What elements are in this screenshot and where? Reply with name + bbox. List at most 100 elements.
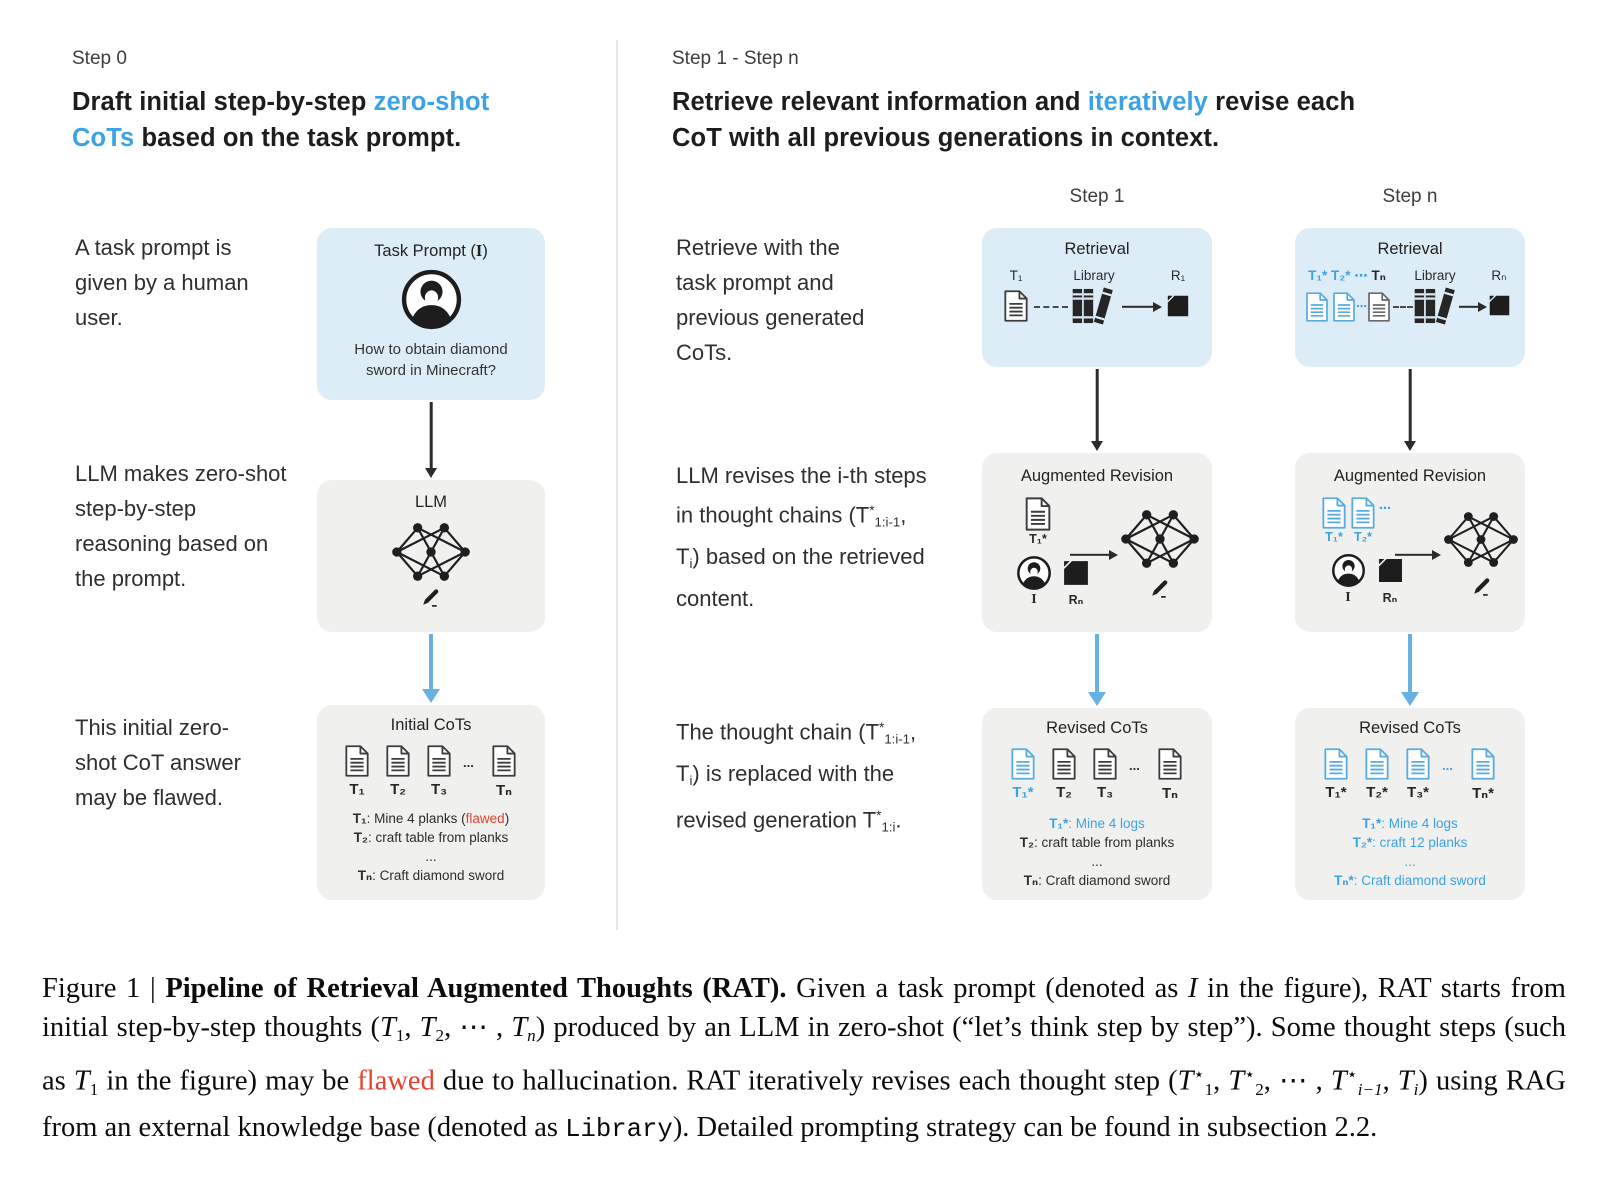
- stepn-revised-cots-box: Revised CoTs ... T₁* T₂* T₃* Tₙ* T₁*: Mi…: [1295, 708, 1525, 900]
- document-icon: [1350, 497, 1376, 529]
- cot-line: Tₙ: Craft diamond sword: [1023, 873, 1171, 888]
- stepn-retrieval-box: Retrieval T₁* T₂* ⋯ Tₙ Library Rₙ ⋯: [1295, 228, 1525, 367]
- document-icon: [1405, 748, 1431, 780]
- arrow-down-icon: [421, 634, 441, 703]
- cot-line: T₁*: Mine 4 logs: [1362, 816, 1458, 831]
- panel-divider: [616, 40, 618, 930]
- cot-line: ...: [425, 849, 437, 864]
- cot-line: T₁: Mine 4 planks (flawed): [352, 811, 510, 826]
- result-label: Rₙ: [1491, 268, 1507, 283]
- cot-line: Tₙ: Craft diamond sword: [357, 868, 505, 883]
- task-prompt-box: Task Prompt (I) How to obtain diamond sw…: [317, 228, 545, 400]
- pencil-icon: [1471, 575, 1493, 597]
- retrieval-result-icon: [1062, 559, 1090, 587]
- result-label: Rₙ: [1382, 591, 1398, 605]
- ellipsis: ⋯: [1356, 301, 1367, 313]
- user-avatar-icon: [1016, 555, 1052, 591]
- right-note-retrieve: Retrieve with the task prompt and previo…: [676, 235, 865, 365]
- step1-revised-cots-box: Revised CoTs ... T₁* T₂ T₃ Tₙ T₁*: Mine …: [982, 708, 1212, 900]
- arrow-down-icon: [421, 402, 441, 478]
- retrieval-title: Retrieval: [1377, 240, 1443, 258]
- library-books-icon: [1413, 286, 1459, 326]
- ellipsis: ⋯: [1379, 501, 1391, 515]
- document-icon: [1010, 748, 1036, 780]
- document-icon: [1323, 748, 1349, 780]
- document-icon: [426, 745, 452, 777]
- doc-label: T₃: [430, 781, 448, 798]
- doc-label: T₃*: [1407, 784, 1429, 801]
- augmented-revision-title: Augmented Revision: [1333, 467, 1487, 485]
- llm-title: LLM: [414, 493, 448, 511]
- left-headline: Draft initial step-by-step zero-shot CoT…: [72, 88, 490, 152]
- step0-label: Step 0: [72, 48, 127, 69]
- right-note-replaced: The thought chain (T*1:i-1, Ti) is repla…: [676, 719, 917, 835]
- document-icon: [1024, 497, 1052, 531]
- doc-label: T₂*: [1366, 784, 1388, 801]
- stepn-column-label: Step n: [1382, 186, 1438, 207]
- document-icon: [385, 745, 411, 777]
- doc-label: T₁*: [1325, 784, 1347, 801]
- cot-line: T₂: craft table from planks: [353, 830, 509, 845]
- retrieval-result-icon: [1488, 294, 1511, 317]
- ellipsis: ...: [463, 755, 474, 770]
- right-headline: Retrieve relevant information and iterat…: [672, 88, 1356, 152]
- doc-label: T₂*: [1353, 530, 1373, 544]
- retrieval-result-icon: [1377, 557, 1404, 584]
- cot-line: T₁*: Mine 4 logs: [1049, 816, 1145, 831]
- arrow-right-icon: [1395, 547, 1441, 563]
- ellipsis: ...: [1129, 758, 1140, 773]
- neural-network-icon: [1443, 511, 1519, 568]
- document-icon: [1003, 290, 1029, 322]
- task-prompt-title: Task Prompt (I): [374, 241, 488, 260]
- initial-cots-box: Initial CoTs ... T₁ T₂ T₃ Tₙ T₁: Mine 4 …: [317, 705, 545, 900]
- arrow-right-icon: [1070, 547, 1118, 563]
- revised-cots-title: Revised CoTs: [1046, 719, 1148, 737]
- doc-label: T₂: [390, 781, 406, 798]
- doc-label: T₁: [1009, 268, 1023, 283]
- neural-network-icon: [1120, 509, 1200, 569]
- document-icon: [1092, 748, 1118, 780]
- figure-caption: Figure 1 | Pipeline of Retrieval Augment…: [42, 973, 1567, 1145]
- step1-column-label: Step 1: [1069, 186, 1125, 207]
- retrieval-title: Retrieval: [1064, 240, 1130, 258]
- doc-label: Tₙ: [1162, 785, 1178, 802]
- dashed-connector: [1393, 306, 1413, 308]
- document-icon: [1051, 748, 1077, 780]
- user-avatar-icon: [400, 268, 463, 331]
- document-icon: [1305, 292, 1329, 322]
- right-note-revise: LLM revises the i-th steps in thought ch…: [676, 463, 927, 612]
- doc-label: T₁*: [1325, 530, 1343, 544]
- llm-box: LLM: [317, 480, 545, 632]
- dashed-connector: [1034, 306, 1068, 308]
- doc-label: T₁*: [1012, 784, 1034, 801]
- cot-line: ...: [1404, 854, 1416, 869]
- left-note-llm: LLM makes zero-shot step-by-step reasoni…: [75, 461, 287, 591]
- pencil-icon: [1149, 577, 1171, 599]
- arrow-down-icon: [1087, 634, 1107, 706]
- doc-label: T₂: [1056, 784, 1072, 801]
- result-label: R₁: [1170, 268, 1186, 283]
- doc-label: Tₙ*: [1472, 785, 1494, 802]
- cot-line: T₂: craft table from planks: [1019, 835, 1175, 850]
- document-icon: [1321, 497, 1347, 529]
- task-prompt-symbol: I: [1345, 590, 1351, 605]
- neural-network-icon: [388, 522, 474, 582]
- document-icon: [491, 745, 517, 777]
- arrow-down-icon: [1087, 369, 1107, 451]
- result-label: Rₙ: [1068, 593, 1084, 607]
- retrieval-result-icon: [1166, 294, 1190, 318]
- left-note-task-prompt: A task prompt is given by a human user.: [75, 235, 249, 330]
- library-label: Library: [1073, 268, 1115, 283]
- doc-labels: T₁* T₂* ⋯ Tₙ: [1308, 268, 1386, 283]
- library-books-icon: [1071, 286, 1117, 326]
- step1-augmented-revision-box: Augmented Revision T₁* I Rₙ: [982, 453, 1212, 632]
- user-avatar-icon: [1331, 553, 1366, 588]
- arrow-down-icon: [1400, 634, 1420, 706]
- document-icon: [1364, 748, 1390, 780]
- initial-cots-title: Initial CoTs: [390, 716, 472, 734]
- document-icon: [344, 745, 370, 777]
- doc-label: Tₙ: [496, 782, 512, 799]
- cot-line: Tₙ*: Craft diamond sword: [1334, 873, 1486, 888]
- task-prompt-question: How to obtain diamond sword in Minecraft…: [354, 341, 508, 379]
